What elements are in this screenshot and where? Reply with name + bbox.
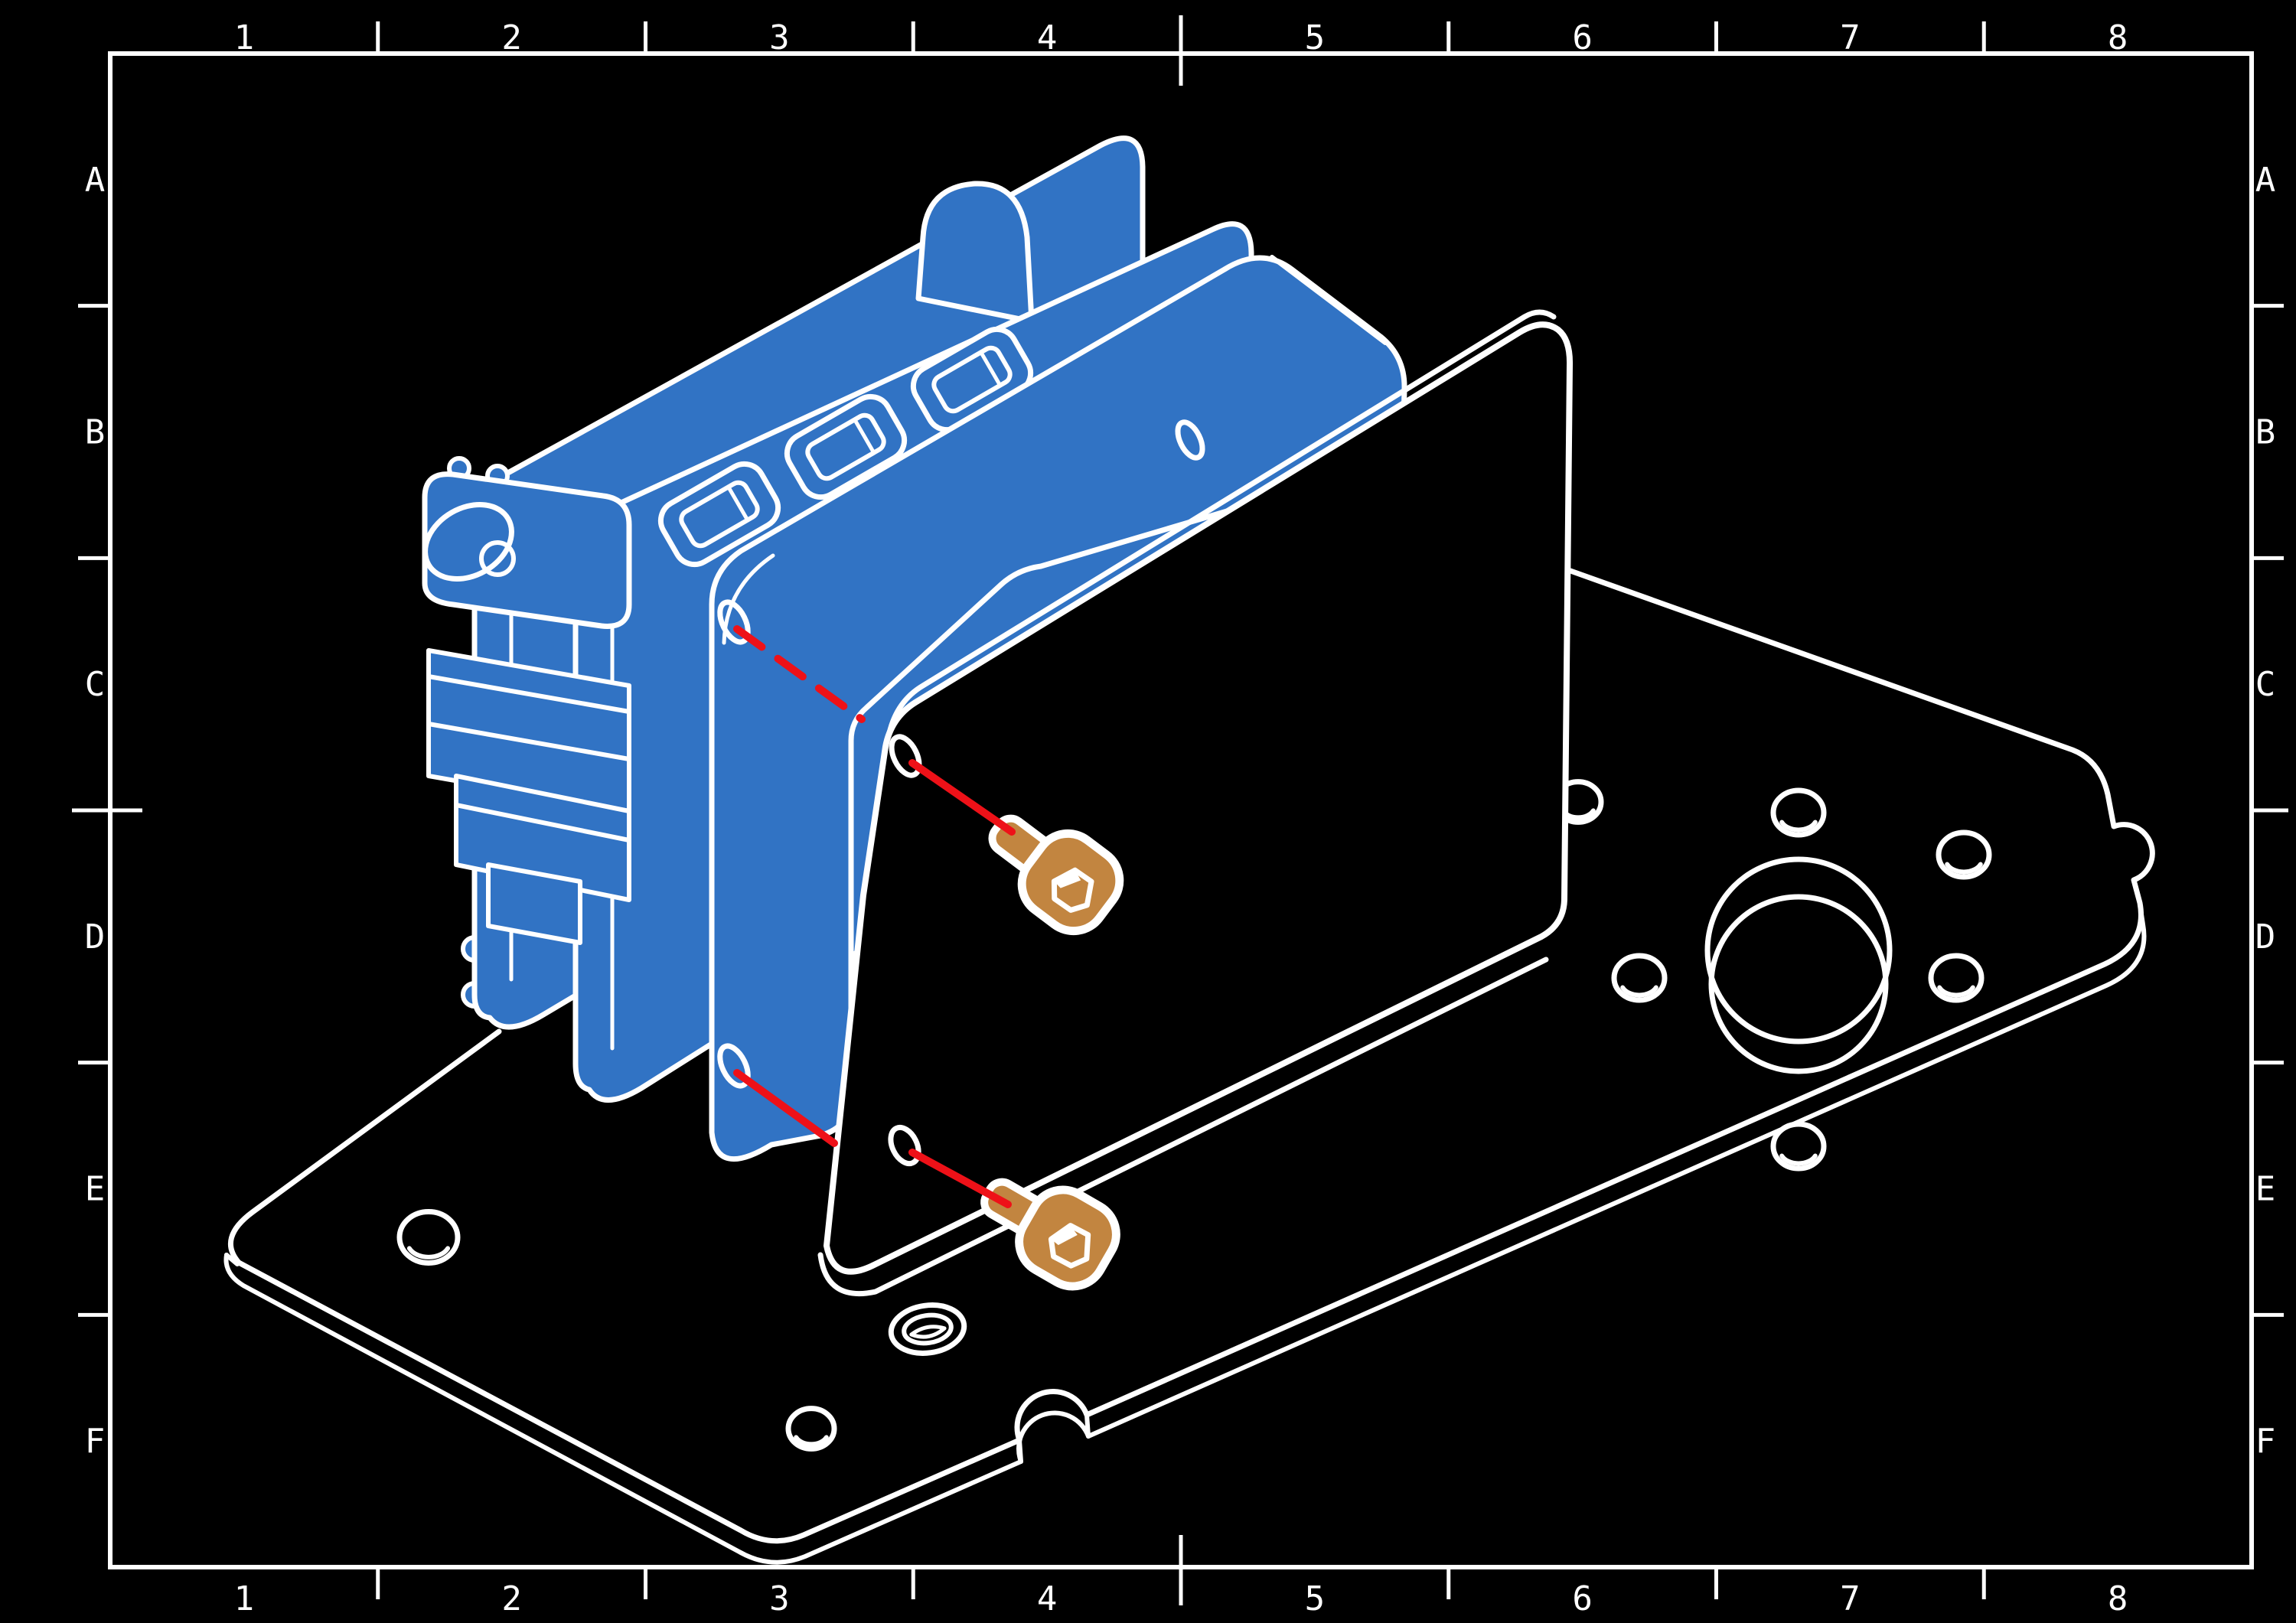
grid-column-label-top: 7 bbox=[1840, 18, 1861, 57]
base-large-hole bbox=[1704, 856, 1893, 1074]
connector-block-b-line bbox=[454, 803, 631, 842]
grid-column-label-bottom: 1 bbox=[234, 1579, 255, 1618]
base-plate-hole bbox=[1770, 787, 1827, 838]
wall-plate-outline bbox=[823, 321, 1574, 1275]
control-module bbox=[422, 135, 1407, 1162]
grid-column-label-bottom: 5 bbox=[1305, 1579, 1326, 1618]
axis-line-lower-solid-a bbox=[733, 1069, 838, 1147]
base-plate-hole bbox=[1936, 829, 1992, 880]
connector-slot bbox=[784, 393, 908, 500]
grid-row-label-left: F bbox=[85, 1422, 106, 1461]
grid-row-label-left: E bbox=[85, 1170, 106, 1209]
grid-column-label-bottom: 7 bbox=[1840, 1579, 1861, 1618]
bracket-base-plate bbox=[223, 568, 2155, 1565]
wall-mount-hole-lower bbox=[888, 1124, 921, 1167]
connector-block-a-lines bbox=[426, 674, 631, 761]
connector-slot bbox=[910, 326, 1034, 433]
grid-row-label-right: D bbox=[2255, 917, 2276, 957]
grid-row-label-left: C bbox=[85, 665, 106, 704]
grid-column-label-top: 6 bbox=[1572, 18, 1593, 57]
grid-column-label-top: 4 bbox=[1037, 18, 1058, 57]
module-left-tab bbox=[422, 471, 632, 629]
hex-socket-facet bbox=[1054, 870, 1081, 888]
module-mount-hole-upper bbox=[717, 599, 751, 645]
front-body-corner-crease bbox=[1270, 255, 1388, 345]
grid-row-label-right: F bbox=[2255, 1422, 2276, 1461]
base-plate-hole bbox=[1928, 953, 1985, 1003]
grid-row-label-right: E bbox=[2255, 1170, 2276, 1209]
grid-column-label-top: 2 bbox=[501, 18, 522, 57]
module-front-body bbox=[709, 255, 1407, 1162]
axis-line-lower-solid-b bbox=[908, 1149, 1012, 1208]
grid-ticks bbox=[72, 15, 2288, 1605]
grid-column-label-top: 8 bbox=[2108, 18, 2128, 57]
assembly-callout-lines bbox=[733, 625, 1016, 1208]
grid-row-label-left: B bbox=[85, 413, 106, 452]
base-plate-hole bbox=[396, 1209, 461, 1266]
grid-column-label-top: 3 bbox=[769, 18, 790, 57]
grid-row-label-right: A bbox=[2255, 161, 2276, 200]
grid-row-label-right: B bbox=[2255, 413, 2276, 452]
grid-row-label-left: A bbox=[85, 161, 106, 200]
grid-column-label-bottom: 6 bbox=[1572, 1579, 1593, 1618]
grid-row-label-left: D bbox=[85, 917, 106, 957]
wall-top-thickness-edge bbox=[886, 309, 1557, 736]
axis-line-upper-dashed bbox=[733, 625, 866, 723]
base-plate-hole bbox=[1770, 1121, 1827, 1172]
base-grommet-hole bbox=[888, 1302, 967, 1356]
module-mount-hole-lower bbox=[717, 1043, 751, 1089]
base-plate-thickness-edge bbox=[223, 902, 2147, 1565]
wall-bend-radius-edge bbox=[817, 957, 1549, 1297]
grid-column-label-top: 5 bbox=[1305, 18, 1326, 57]
base-plate-hole bbox=[1611, 953, 1668, 1003]
grid-column-label-bottom: 8 bbox=[2108, 1579, 2128, 1618]
grid-column-label-bottom: 4 bbox=[1037, 1579, 1058, 1618]
module-face-hole bbox=[1175, 419, 1205, 461]
axis-line-upper-solid bbox=[908, 759, 1016, 836]
screw-lower bbox=[980, 1178, 1120, 1291]
grid-column-label-bottom: 2 bbox=[501, 1579, 522, 1618]
module-connector-tab bbox=[486, 862, 582, 945]
grid-column-label-top: 1 bbox=[234, 18, 255, 57]
notch-edge-joins bbox=[224, 1253, 1091, 1464]
module-top-boss bbox=[915, 181, 1035, 324]
grid-row-label-right: C bbox=[2255, 665, 2276, 704]
bracket-wall-plate bbox=[817, 309, 1574, 1297]
hex-socket-facet bbox=[1051, 1225, 1078, 1246]
module-connector-slots bbox=[657, 326, 1034, 568]
connector-slot bbox=[657, 461, 781, 568]
tab-hole-inner bbox=[479, 540, 516, 577]
base-small-holes bbox=[396, 779, 1992, 1452]
wall-mount-hole-upper bbox=[889, 734, 922, 778]
hex-socket bbox=[1048, 1223, 1091, 1269]
grid-column-label-bottom: 3 bbox=[769, 1579, 790, 1618]
base-plate-hole bbox=[785, 1406, 837, 1452]
